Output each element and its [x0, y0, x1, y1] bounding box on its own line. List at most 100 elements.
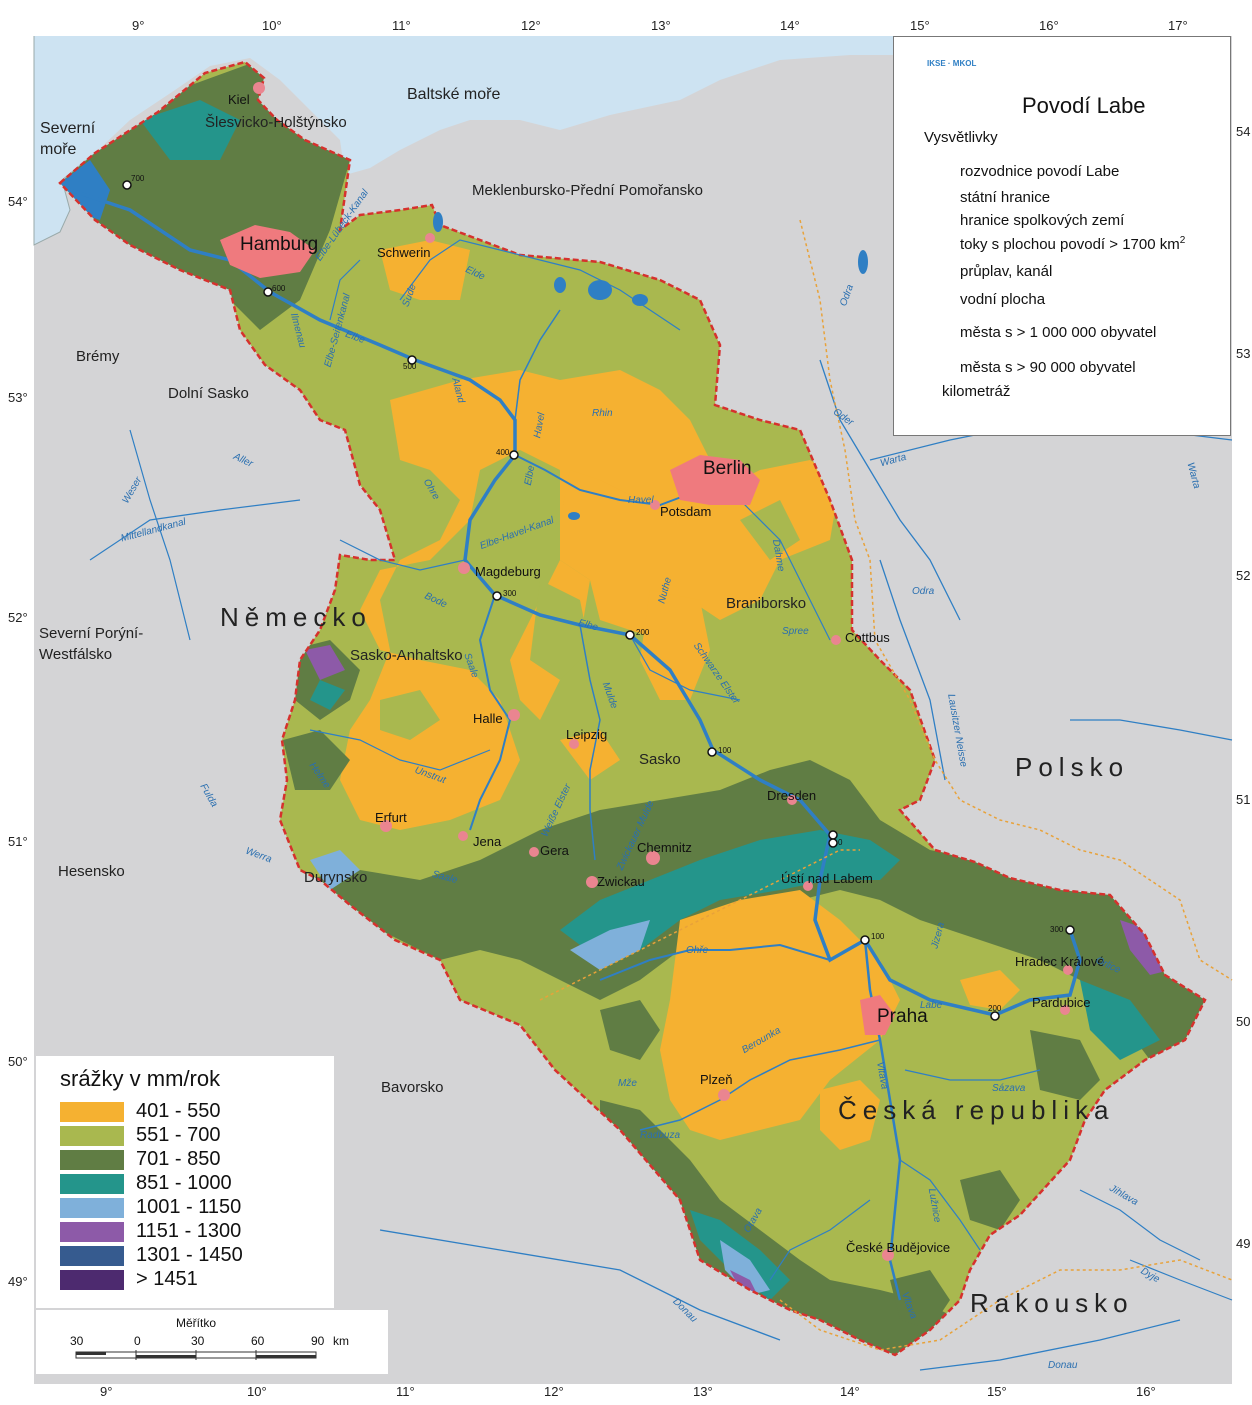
- river-label-labe: Labe: [920, 1000, 943, 1011]
- coord-top-9: 9°: [132, 18, 145, 33]
- city-cottbus: Cottbus: [845, 630, 890, 645]
- scale-title: Měřítko: [176, 1316, 217, 1330]
- precipitation-swatch: [60, 1222, 124, 1242]
- coord-top-15: 15°: [910, 18, 930, 33]
- km-label-500: 500: [403, 362, 417, 371]
- coord-right-49: 49: [1236, 1236, 1251, 1251]
- city-erfurt: Erfurt: [375, 810, 407, 825]
- city-chemnitz: Chemnitz: [637, 840, 692, 855]
- scale-unit: km: [333, 1334, 349, 1348]
- label-mecklenburg: Meklenbursko-Přední Pomořansko: [472, 182, 703, 199]
- km-label-200: 200: [636, 628, 650, 637]
- city-potsdam: Potsdam: [660, 504, 712, 519]
- coord-right-50: 50: [1236, 1014, 1251, 1029]
- coord-top-13: 13°: [651, 18, 671, 33]
- city-leipzig: Leipzig: [566, 727, 608, 742]
- coord-bottom-9: 9°: [100, 1384, 113, 1399]
- coord-top-14: 14°: [780, 18, 800, 33]
- precipitation-swatch: [60, 1246, 124, 1266]
- precipitation-label: 1001 - 1150: [136, 1196, 242, 1218]
- precipitation-label: 1301 - 1450: [136, 1244, 243, 1266]
- river-label-radbuza: Radbuza: [640, 1130, 681, 1141]
- legend-item-canal: průplav, kanál: [960, 263, 1053, 280]
- big-cities: [220, 225, 895, 1035]
- river-label-rhin: Rhin: [592, 408, 613, 419]
- precipitation-label: > 1451: [136, 1268, 198, 1290]
- coord-top-12: 12°: [521, 18, 541, 33]
- label-baltic-sea: Baltské moře: [407, 86, 501, 103]
- scale-tick-90: 90: [311, 1334, 325, 1348]
- legend-logo: IKSE · MKOL: [927, 59, 977, 68]
- label-austria: Rakousko: [970, 1288, 1134, 1318]
- label-north-sea-2: moře: [40, 141, 77, 158]
- city-hamburg: Hamburg: [240, 234, 319, 255]
- coord-right-52: 52: [1236, 568, 1251, 583]
- scale-tick-30: 30: [191, 1334, 205, 1348]
- city-kiel: Kiel: [228, 92, 250, 107]
- scale-bar: Měřítko 30 0 30 60 90 km: [36, 1310, 388, 1374]
- coord-left-53: 53°: [8, 390, 28, 405]
- city-pardubice: Pardubice: [1032, 995, 1091, 1010]
- precipitation-label: 551 - 700: [136, 1124, 221, 1146]
- scale-tick-neg30: 30: [70, 1334, 84, 1348]
- city-magdeburg: Magdeburg: [475, 564, 541, 579]
- legend-item-divide: rozvodnice povodí Labe: [960, 163, 1120, 180]
- label-brandenburg: Braniborsko: [726, 595, 807, 612]
- precipitation-label: 1151 - 1300: [136, 1220, 242, 1242]
- label-bremen: Brémy: [76, 348, 120, 365]
- km-label-0: 0: [838, 838, 843, 847]
- state-borders: [539, 219, 1233, 1351]
- river-label-mze: Mže: [618, 1078, 637, 1089]
- km-label-700: 700: [131, 174, 145, 183]
- precipitation-label: 701 - 850: [136, 1148, 221, 1170]
- coord-bottom-14: 14°: [840, 1384, 860, 1399]
- label-schleswig: Šlesvicko-Holštýnsko: [205, 114, 347, 131]
- precipitation-swatch: [60, 1102, 124, 1122]
- coord-top-17: 17°: [1168, 18, 1188, 33]
- water-bodies: [433, 212, 868, 520]
- precipitation-swatch: [60, 1198, 124, 1218]
- coord-right-54: 54: [1236, 124, 1251, 139]
- scale-tick-60: 60: [251, 1334, 265, 1348]
- legend-item-rivers: toky s plochou povodí > 1700 km2: [960, 235, 1186, 253]
- legend-item-water-body: vodní plocha: [960, 291, 1046, 308]
- precipitation-swatch: [60, 1126, 124, 1146]
- city-halle: Halle: [473, 711, 503, 726]
- precipitation-legend-title: srážky v mm/rok: [60, 1066, 221, 1091]
- scale-tick-0: 0: [134, 1334, 141, 1348]
- coord-bottom-15: 15°: [987, 1384, 1007, 1399]
- label-thuringia: Durynsko: [304, 869, 368, 886]
- label-north-sea-1: Severní: [40, 120, 96, 137]
- city-schwerin: Schwerin: [377, 245, 431, 260]
- coord-top-10: 10°: [262, 18, 282, 33]
- precipitation-label: 401 - 550: [136, 1100, 221, 1122]
- river-label-spree: Spree: [782, 626, 809, 637]
- legend-item-state-border: státní hranice: [960, 189, 1051, 206]
- city-plzen: Plzeň: [700, 1072, 733, 1087]
- coord-right-53: 53: [1236, 346, 1251, 361]
- coord-bottom-16: 16°: [1136, 1384, 1156, 1399]
- km-label-cz-100: 100: [871, 932, 885, 941]
- coord-bottom-12: 12°: [544, 1384, 564, 1399]
- city-zwickau: Zwickau: [597, 874, 645, 889]
- coord-bottom-13: 13°: [693, 1384, 713, 1399]
- km-label-300: 300: [503, 589, 517, 598]
- label-saxony: Sasko: [639, 751, 681, 768]
- river-label-ohre: Ohře: [686, 945, 709, 956]
- coord-bottom-10: 10°: [247, 1384, 267, 1399]
- legend-item-km: kilometráž: [942, 383, 1011, 400]
- coord-left-52: 52°: [8, 610, 28, 625]
- coord-left-50: 50°: [8, 1054, 28, 1069]
- precipitation-swatch: [60, 1174, 124, 1194]
- coord-right-51: 51: [1236, 792, 1251, 807]
- city-ceske-budejovice: České Budějovice: [846, 1240, 951, 1255]
- km-label-600: 600: [272, 284, 286, 293]
- city-berlin: Berlin: [703, 458, 752, 479]
- km-markers: [122, 180, 1075, 1021]
- north-and-baltic-sea: [34, 36, 893, 245]
- coord-top-16: 16°: [1039, 18, 1059, 33]
- city-dresden: Dresden: [767, 788, 817, 803]
- legend-title: Povodí Labe: [1022, 93, 1146, 118]
